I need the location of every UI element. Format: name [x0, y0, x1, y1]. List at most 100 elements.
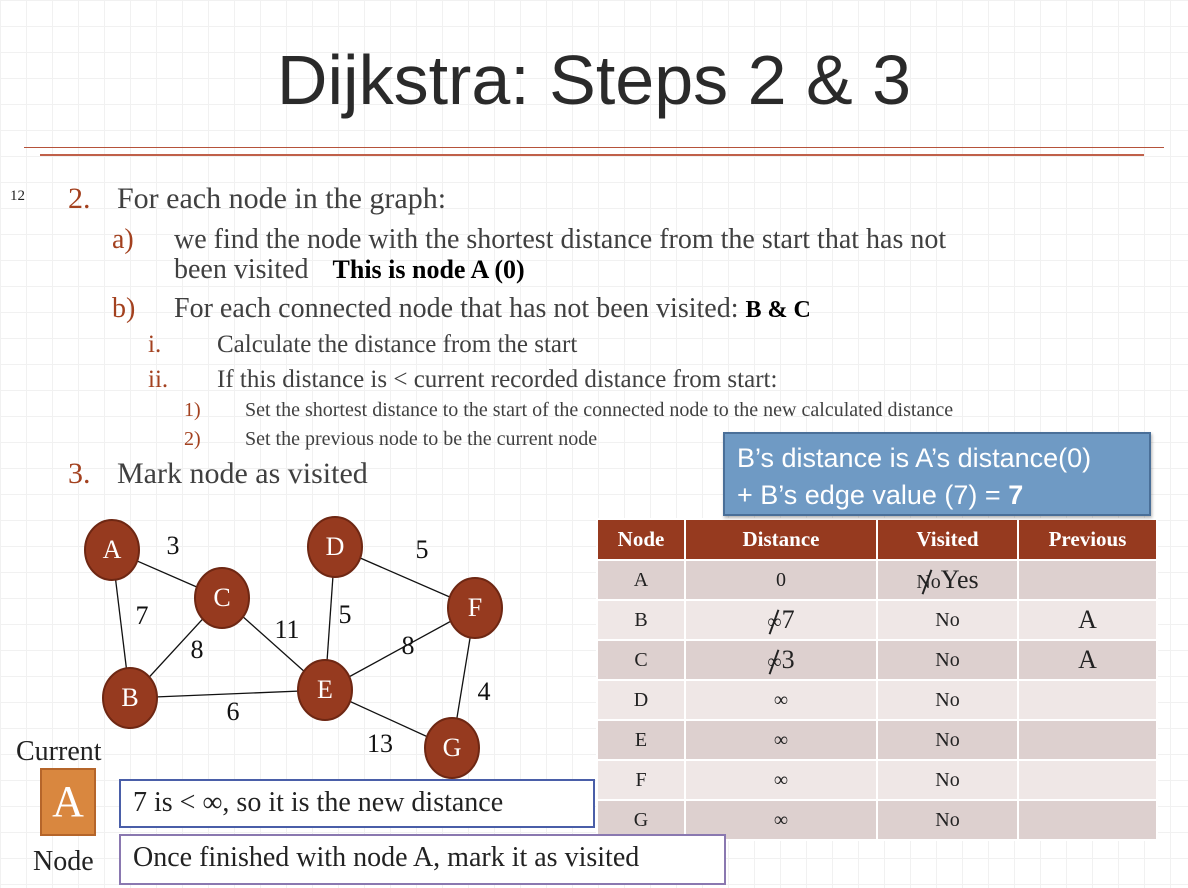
edge-weight: 5 — [416, 535, 429, 564]
cell-previous-value: A — [1078, 645, 1097, 674]
step-b-answer: B & C — [745, 297, 811, 323]
cell-node-value: G — [633, 808, 649, 831]
cell-previous — [1017, 719, 1158, 761]
cell-node: C — [596, 639, 686, 681]
node-label: F — [468, 593, 482, 622]
cell-visited: No — [876, 719, 1019, 761]
edge-weight: 6 — [227, 697, 240, 726]
step-2-number: 2. — [68, 182, 91, 215]
step-2-text: For each node in the graph: — [117, 182, 447, 215]
cell-visited-value: No — [935, 608, 960, 631]
edge-B-E — [129, 689, 326, 699]
cell-previous — [1017, 799, 1158, 841]
cell-distance-value: ∞ — [773, 728, 789, 751]
step-i-number: i. — [148, 331, 162, 358]
current-node-box: A — [40, 768, 96, 836]
edge-weight: 8 — [191, 635, 204, 664]
graph-node-F: F — [447, 577, 503, 639]
current-label: Current — [16, 736, 102, 767]
note-mark-visited: Once finished with node A, mark it as vi… — [119, 834, 726, 885]
step-2b-text: Set the previous node to be the current … — [245, 428, 598, 450]
graph-node-A: A — [84, 519, 140, 581]
graph-node-E: E — [297, 659, 353, 721]
step-b-text: For each connected node that has not bee… — [174, 293, 739, 324]
step-a-number: a) — [112, 224, 134, 255]
graph-node-D: D — [307, 516, 363, 578]
table-row: F ∞ No — [596, 759, 1158, 801]
graph-node-G: G — [424, 717, 480, 779]
table-row: C ∞3 No A — [596, 639, 1158, 681]
step-1-text: Set the shortest distance to the start o… — [245, 399, 954, 421]
cell-distance: ∞3 — [684, 639, 878, 681]
node-circle — [297, 659, 353, 721]
callout-line-1: B’s distance is A’s distance(0) — [737, 443, 1092, 473]
cell-node: D — [596, 679, 686, 721]
node-label: Node — [33, 846, 94, 877]
cell-distance: ∞ — [684, 719, 878, 761]
node-circle — [84, 519, 140, 581]
callout-line-2: + B’s edge value (7) = 7 — [737, 477, 1137, 514]
cell-visited: NoYes — [876, 559, 1019, 601]
cell-node-value: B — [634, 608, 648, 631]
graph-node-B: B — [102, 667, 158, 729]
node-label: A — [103, 535, 122, 564]
cell-visited-value: No — [935, 808, 960, 831]
cell-node: A — [596, 559, 686, 601]
note-new-distance: 7 is < ∞, so it is the new distance — [119, 779, 595, 828]
title-divider — [24, 147, 1164, 148]
cell-distance-value: ∞ — [773, 768, 789, 791]
cell-visited-value: No — [935, 768, 960, 791]
step-3-number: 3. — [68, 457, 91, 490]
node-label: G — [443, 733, 462, 762]
edge-weight: 4 — [478, 677, 491, 706]
edge-weight: 3 — [167, 531, 180, 560]
cell-distance: 0 — [684, 559, 878, 601]
node-circle — [307, 516, 363, 578]
header-visited: Visited — [876, 518, 1019, 561]
node-circle — [447, 577, 503, 639]
cell-previous-value: A — [1078, 605, 1097, 634]
header-distance: Distance — [684, 518, 878, 561]
table-row: D∞No — [596, 679, 1158, 721]
edge-weight: 11 — [274, 615, 299, 644]
edge-weight: 8 — [402, 631, 415, 660]
cell-visited-value: No — [935, 688, 960, 711]
step-b-number: b) — [112, 293, 136, 324]
cell-visited-value: No — [935, 728, 960, 751]
step-2b-number: 2) — [184, 428, 201, 450]
explanation-callout: B’s distance is A’s distance(0) + B’s ed… — [723, 432, 1151, 516]
cell-distance-value: 3 — [781, 645, 795, 674]
cell-previous — [1017, 679, 1158, 721]
step-i-text: Calculate the distance from the start — [217, 331, 578, 358]
cell-previous — [1017, 559, 1158, 601]
title-divider-2 — [40, 154, 1144, 156]
cell-visited: No — [876, 679, 1019, 721]
slide-number: 12 — [10, 188, 25, 204]
cell-node-value: C — [634, 648, 648, 671]
cell-node: F — [596, 759, 686, 801]
cell-visited-old: No — [916, 571, 941, 593]
edge-weight: 13 — [367, 729, 393, 758]
edge-weight: 7 — [136, 601, 149, 630]
edge-weight: 5 — [339, 600, 352, 629]
cell-visited-value: No — [935, 648, 960, 671]
graph-node-C: C — [194, 567, 250, 629]
cell-visited: No — [876, 599, 1019, 641]
graph-diagram: 3 7 8 11 5 5 8 4 6 13 A BCD E F G — [84, 516, 503, 779]
cell-previous: A — [1017, 599, 1158, 641]
step-b-text-line: For each connected node that has not bee… — [174, 293, 811, 325]
cell-node-value: F — [635, 768, 647, 791]
cell-visited: No — [876, 759, 1019, 801]
cell-node-value: E — [634, 728, 648, 751]
step-a-text-cont: been visited — [174, 254, 309, 285]
cell-previous — [1017, 759, 1158, 801]
cell-visited-value: Yes — [940, 565, 979, 594]
step-1-number: 1) — [184, 399, 201, 421]
cell-node-value: D — [633, 688, 649, 711]
cell-node: E — [596, 719, 686, 761]
step-ii-text: If this distance is < current recorded d… — [217, 366, 778, 393]
cell-distance-old: ∞ — [767, 611, 782, 633]
table-row: E ∞ No — [596, 719, 1158, 761]
